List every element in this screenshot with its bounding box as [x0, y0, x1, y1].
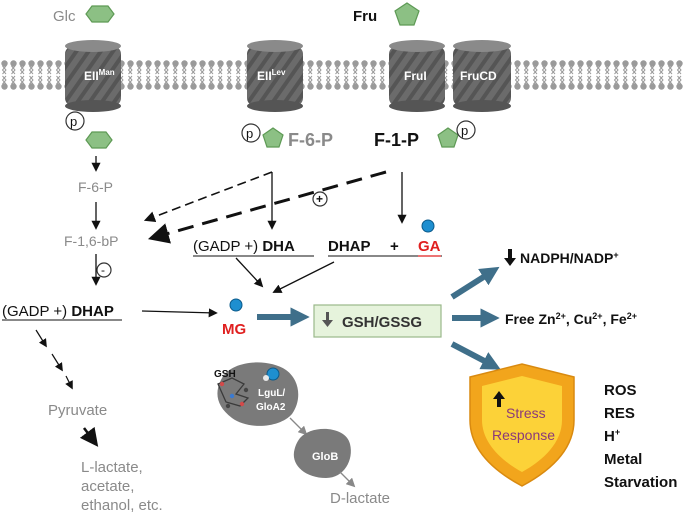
- ga-label: GA: [418, 238, 441, 255]
- svg-text:F-1-P: F-1-P: [374, 130, 419, 150]
- stress-res: RES: [604, 405, 635, 422]
- arrow-glob-to-d-lactate: [339, 471, 356, 488]
- arrow-pyruvate-to-lactate: [79, 426, 99, 447]
- ga-methyl-dot-icon: [421, 219, 435, 233]
- svg-text:EIIMan: EIIMan: [84, 68, 115, 83]
- dhap-left-label: (GADP +) DHAP: [2, 303, 114, 320]
- phospho-glucose: p: [65, 111, 113, 149]
- stress-ros: ROS: [604, 382, 637, 399]
- svg-text:F-6-P: F-6-P: [288, 130, 333, 150]
- glob-label: GloB: [312, 451, 338, 463]
- glucose-hexagon-icon: [85, 131, 113, 149]
- gsh-enzyme-label: GSH: [214, 369, 236, 380]
- down-arrow-gsh-icon: [322, 312, 333, 327]
- d-lactate-label: D-lactate: [330, 490, 390, 507]
- lgul-label-line2: GloA2: [256, 402, 286, 413]
- mg-label: MG: [222, 321, 246, 338]
- dashed-arrow-f6p-to-f16bp: [143, 171, 273, 223]
- transporter-eii-man: EIIMan: [65, 40, 121, 112]
- arrow-lgul-to-glob: [289, 417, 308, 436]
- shield-line2: Response: [492, 427, 555, 443]
- f6p-pentagon-icon: [262, 127, 284, 148]
- minus-regulation-icon: -: [96, 262, 112, 278]
- phospho-f6p: p F-6-P: [241, 123, 333, 150]
- stress-metal: Metal: [604, 451, 642, 468]
- f6p-label: F-6-P: [78, 179, 113, 195]
- plus-regulation-icon: +: [312, 191, 328, 207]
- pyruvate-label: Pyruvate: [48, 402, 107, 419]
- arrow-dhap-step1: [35, 329, 47, 348]
- blue-arrow-to-stress: [450, 341, 501, 370]
- dashed-arrow-f1p-to-f16bp: [147, 170, 387, 244]
- glob-enzyme-icon: [293, 428, 351, 478]
- f1p-pentagon-icon: [437, 127, 459, 148]
- dha-label: (GADP +) DHA: [193, 238, 295, 255]
- transporter-frui: FruI: [389, 40, 445, 112]
- plus-sign-label: +: [390, 238, 399, 255]
- glc-hexagon-icon: [85, 5, 115, 23]
- down-arrow-nadph-icon: [504, 249, 516, 266]
- svg-text:EIILev: EIILev: [257, 68, 286, 83]
- stress-response-shield-icon: [469, 363, 575, 487]
- lgul-label-line1: LguL/: [258, 388, 285, 399]
- transporter-eii-lev: EIILev: [247, 40, 303, 112]
- svg-text:-: -: [101, 263, 105, 277]
- arrow-dhap-step3: [65, 375, 73, 390]
- lactate-line1: L-lactate,: [81, 459, 143, 476]
- f16bp-label: F-1,6-bP: [64, 233, 118, 249]
- gsh-gssg-box: [313, 304, 442, 338]
- lgul-gloa2-enzyme-icon: [217, 362, 299, 426]
- lactate-line2: acetate,: [81, 478, 134, 495]
- phospho-f1p: F-1-P p: [374, 120, 476, 150]
- svg-text:FruCD: FruCD: [460, 69, 497, 83]
- svg-text:p: p: [461, 123, 468, 138]
- stress-h: H+: [604, 427, 620, 445]
- svg-text:+: +: [316, 192, 323, 206]
- svg-text:p: p: [70, 114, 77, 129]
- transporter-frucd: FruCD: [453, 40, 511, 112]
- mg-methyl-dot-icon: [229, 298, 243, 312]
- dhap-right-label: DHAP: [328, 238, 371, 255]
- arrow-left-dhap-to-mg: [141, 308, 218, 318]
- glc-label: Glc: [53, 8, 76, 25]
- gsh-gssg-label: GSH/GSSG: [342, 314, 422, 331]
- arrow-dhap-step2: [51, 353, 63, 372]
- blue-arrow-to-nadph: [450, 266, 500, 300]
- arrow-dhap-to-mg: [272, 261, 335, 293]
- nadph-label: NADPH/NADP+: [520, 250, 619, 266]
- fru-pentagon-icon: [394, 2, 420, 26]
- svg-text:FruI: FruI: [404, 69, 427, 83]
- svg-text:p: p: [246, 126, 253, 141]
- lactate-line3: ethanol, etc.: [81, 497, 163, 514]
- free-metals-label: Free Zn2+, Cu2+, Fe2+: [505, 311, 637, 327]
- shield-line1: Stress: [506, 405, 546, 421]
- fru-label: Fru: [353, 8, 377, 25]
- arrow-dha-to-mg: [235, 257, 264, 288]
- stress-starvation: Starvation: [604, 474, 677, 491]
